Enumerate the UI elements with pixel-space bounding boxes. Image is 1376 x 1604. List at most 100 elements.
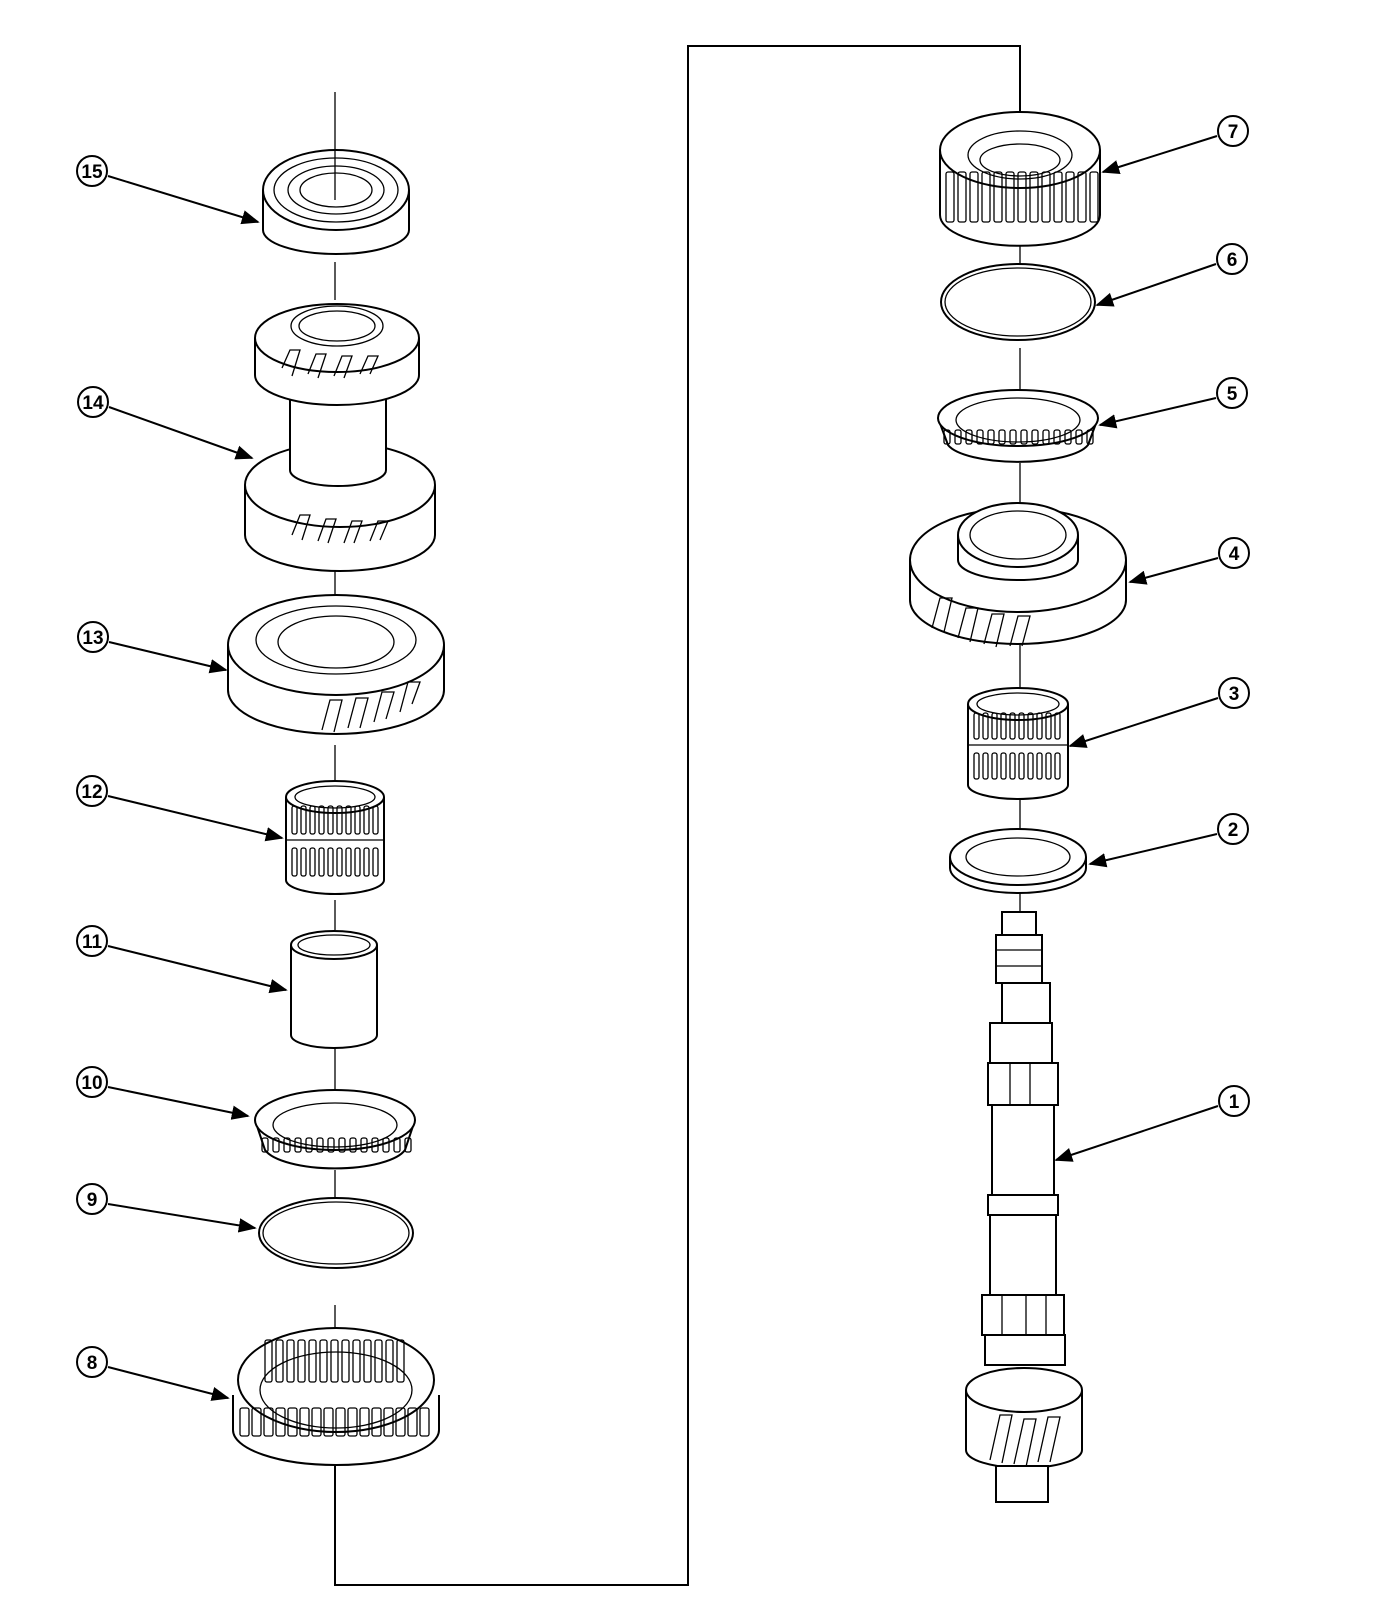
detail-slot xyxy=(991,752,998,780)
detail-slot xyxy=(330,1339,339,1383)
detail-slot xyxy=(945,171,955,223)
callout-label-7: 7 xyxy=(1228,122,1239,143)
detail-slot xyxy=(299,1407,310,1437)
detail-slot xyxy=(981,171,991,223)
detail-slot xyxy=(352,1339,361,1383)
detail-slot xyxy=(374,1339,383,1383)
callout-label-10: 10 xyxy=(81,1073,102,1094)
callout-14: 14 xyxy=(77,386,254,460)
detail-slot xyxy=(1020,429,1028,445)
detail-slot xyxy=(345,847,352,877)
callout-label-6: 6 xyxy=(1227,250,1238,271)
detail-slot xyxy=(1000,752,1007,780)
detail-slot xyxy=(393,1137,401,1153)
detail-slot xyxy=(982,712,989,740)
detail-slot xyxy=(1000,712,1007,740)
detail-slot xyxy=(1042,429,1050,445)
detail-slot xyxy=(336,805,343,835)
detail-slot xyxy=(309,847,316,877)
detail-slot xyxy=(407,1407,418,1437)
detail-slot xyxy=(327,805,334,835)
detail-slot xyxy=(294,1137,302,1153)
callout-10: 10 xyxy=(76,1066,250,1120)
detail-slot xyxy=(1089,171,1099,223)
callout-label-11: 11 xyxy=(82,932,103,953)
part-5-synchronizer-ring xyxy=(937,389,1099,463)
detail-slot xyxy=(954,429,962,445)
detail-slot xyxy=(300,847,307,877)
detail-slot xyxy=(1045,712,1052,740)
detail-slot xyxy=(1064,429,1072,445)
callout-11: 11 xyxy=(76,925,288,994)
part-3-needle-bearing xyxy=(967,687,1069,800)
assembly-connector-line xyxy=(334,45,1021,1586)
part-8-sleeve-gear xyxy=(232,1327,440,1466)
part-7-synchronizer-sleeve xyxy=(939,111,1101,247)
callout-12: 12 xyxy=(76,775,284,842)
detail-slot xyxy=(319,1339,328,1383)
detail-slot xyxy=(336,847,343,877)
detail-slot xyxy=(1009,752,1016,780)
part-15-bearing xyxy=(262,149,410,255)
detail-slot xyxy=(272,1137,280,1153)
part-14-cluster-gear xyxy=(244,303,436,572)
part-12-needle-bearing xyxy=(285,780,385,895)
callout-label-15: 15 xyxy=(81,162,103,183)
callout-15: 15 xyxy=(76,155,260,225)
callout-13: 13 xyxy=(77,621,228,674)
detail-slot xyxy=(1018,752,1025,780)
detail-slot xyxy=(1005,171,1015,223)
detail-slot xyxy=(335,1407,346,1437)
detail-slot xyxy=(305,1137,313,1153)
detail-slot xyxy=(1018,712,1025,740)
detail-slot xyxy=(363,805,370,835)
detail-slot xyxy=(382,1137,390,1153)
detail-slot xyxy=(385,1339,394,1383)
callout-9: 9 xyxy=(76,1183,257,1233)
detail-slot xyxy=(998,429,1006,445)
detail-slot xyxy=(1027,712,1034,740)
detail-slot xyxy=(291,805,298,835)
detail-slot xyxy=(1017,171,1027,223)
detail-slot xyxy=(363,1339,372,1383)
detail-slot xyxy=(1086,429,1094,445)
detail-slot xyxy=(1036,752,1043,780)
callout-label-3: 3 xyxy=(1229,684,1240,705)
detail-slot xyxy=(291,847,298,877)
detail-slot xyxy=(311,1407,322,1437)
callout-label-9: 9 xyxy=(87,1190,98,1211)
detail-slot xyxy=(345,805,352,835)
detail-slot xyxy=(1041,171,1051,223)
detail-slot xyxy=(1053,171,1063,223)
detail-slot xyxy=(308,1339,317,1383)
detail-slot xyxy=(341,1339,350,1383)
detail-slot xyxy=(251,1407,262,1437)
detail-slot xyxy=(363,847,370,877)
detail-slot xyxy=(969,171,979,223)
detail-slot xyxy=(965,429,973,445)
detail-slot xyxy=(239,1407,250,1437)
detail-slot xyxy=(371,1407,382,1437)
part-4-gear xyxy=(909,502,1127,648)
detail-slot xyxy=(1054,752,1061,780)
detail-slot xyxy=(263,1407,274,1437)
detail-slot xyxy=(318,847,325,877)
detail-slot xyxy=(1029,171,1039,223)
detail-slot xyxy=(309,805,316,835)
detail-slot xyxy=(1027,752,1034,780)
detail-slot xyxy=(1075,429,1083,445)
detail-slot xyxy=(338,1137,346,1153)
detail-slot xyxy=(982,752,989,780)
part-13-gear xyxy=(227,594,445,735)
detail-slot xyxy=(1036,712,1043,740)
callout-5: 5 xyxy=(1098,377,1248,429)
callout-label-13: 13 xyxy=(82,628,103,649)
detail-slot xyxy=(283,1137,291,1153)
detail-slot xyxy=(323,1407,334,1437)
detail-slot xyxy=(349,1137,357,1153)
detail-slot xyxy=(943,429,951,445)
detail-slot xyxy=(395,1407,406,1437)
detail-slot xyxy=(327,1137,335,1153)
detail-slot xyxy=(318,805,325,835)
